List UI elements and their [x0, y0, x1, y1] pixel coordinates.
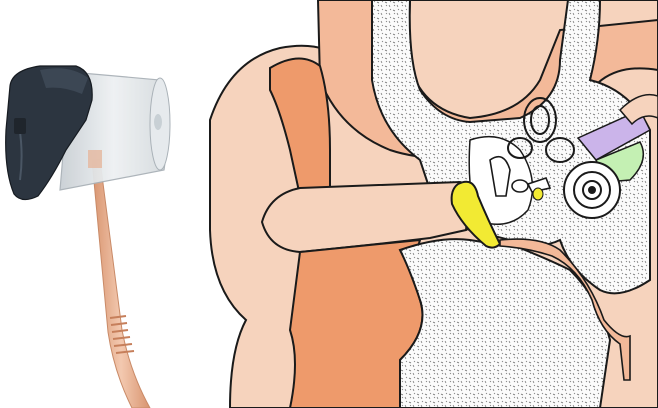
cup-model [6, 66, 170, 408]
tube [92, 160, 150, 408]
ear-anatomy [210, 0, 658, 408]
oval-window [533, 188, 543, 200]
cochlea [564, 162, 620, 218]
